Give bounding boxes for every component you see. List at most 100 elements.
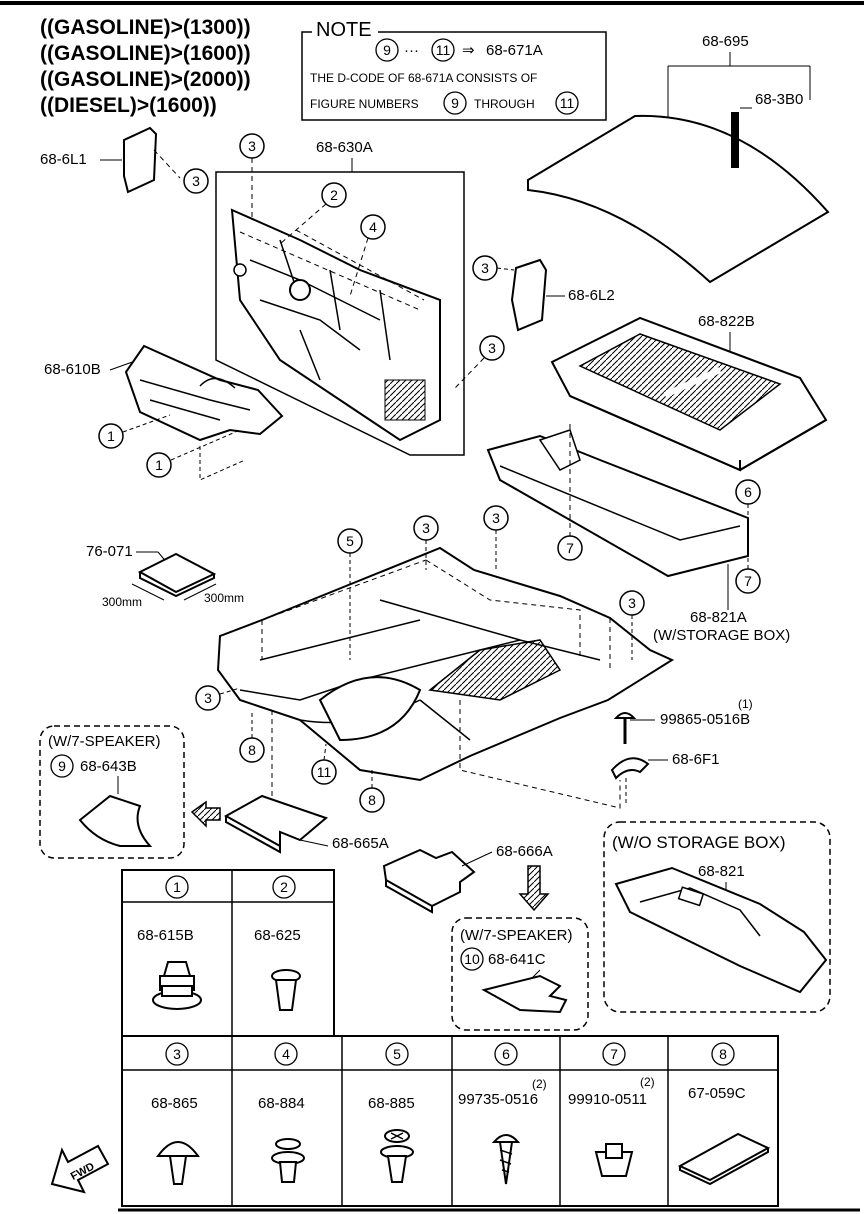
label-68-6L1: 68-6L1	[40, 151, 87, 168]
note-ellipsis: ···	[404, 42, 419, 59]
label-68-665A: 68-665A	[332, 835, 389, 852]
speaker-box-68-643B: (W/7-SPEAKER) 9 68-643B	[39, 725, 221, 859]
label-68-6L2: 68-6L2	[568, 287, 615, 304]
callout-3-f: 3	[492, 510, 500, 526]
speaker-box-68-641C: (W/7-SPEAKER) 10 68-641C	[451, 917, 589, 1031]
note-line-3-ref-from: 9	[451, 95, 459, 111]
label-68-822B: 68-822B	[698, 313, 755, 330]
part-76-071: 76-071 300mm 300mm	[86, 543, 244, 609]
part-68-822B: 68-822B	[550, 313, 828, 472]
note-ref-from: 9	[383, 42, 391, 58]
note-line-2: THE D-CODE OF 68-671A CONSISTS OF	[310, 71, 537, 85]
trunk-board: 68-695 68-3B0	[527, 33, 830, 284]
part-68-666A: 68-666A	[382, 843, 553, 914]
cell-7-qty: (2)	[640, 1075, 655, 1089]
wo-storage-title: (W/O STORAGE BOX)	[612, 833, 785, 852]
label-99865-0516B: 99865-0516B	[660, 711, 750, 728]
cell-1-num: 1	[173, 879, 181, 895]
callout-5-a: 5	[346, 533, 354, 549]
table-cell-7: 7 (2) 99910-0511	[568, 1042, 655, 1177]
note-target: 68-671A	[486, 42, 543, 59]
note-line-3b: THROUGH	[474, 97, 535, 111]
fwd-arrow: FWD	[50, 1144, 110, 1194]
cell-4-num: 4	[282, 1046, 290, 1062]
speaker-box-2-part: 68-641C	[488, 951, 546, 968]
part-68-610B: 68-610B 1 1	[44, 344, 284, 481]
callout-7-a: 7	[566, 540, 574, 556]
part-68-6L1: 68-6L1 3	[40, 126, 209, 194]
cell-3-num: 3	[173, 1046, 181, 1062]
callout-3-h: 3	[204, 690, 212, 706]
cell-5-part: 68-885	[368, 1095, 415, 1112]
callout-3-g: 3	[628, 595, 636, 611]
speaker-box-1-title: (W/7-SPEAKER)	[48, 733, 161, 750]
cell-8-part: 67-059C	[688, 1085, 746, 1102]
header-line-3: ((GASOLINE)>(2000))	[40, 68, 251, 91]
qty-99865: (1)	[738, 697, 753, 711]
note-arrow: ⇒	[462, 42, 475, 59]
part-68-6L2: 3 68-6L2 3	[454, 255, 615, 389]
label-68-695: 68-695	[702, 33, 749, 50]
table-cell-1: 1 68-615B	[137, 875, 202, 1010]
cell-3-part: 68-865	[151, 1095, 198, 1112]
cell-5-num: 5	[393, 1046, 401, 1062]
header-line-1: ((GASOLINE)>(1300))	[40, 16, 251, 39]
cell-2-part: 68-625	[254, 927, 301, 944]
cell-6-num: 6	[502, 1046, 510, 1062]
note-line-3a: FIGURE NUMBERS	[310, 97, 419, 111]
callout-1-b: 1	[155, 457, 163, 473]
dim-b: 300mm	[204, 591, 244, 605]
cell-7-num: 7	[610, 1046, 618, 1062]
table-cell-5: 5 68-885	[368, 1042, 415, 1183]
label-68-6F1: 68-6F1	[672, 751, 720, 768]
speaker-box-2-title: (W/7-SPEAKER)	[460, 927, 573, 944]
callout-2-a: 2	[330, 187, 338, 203]
part-68-665A: 68-665A	[223, 794, 389, 854]
callout-8-a: 8	[248, 742, 256, 758]
callout-6-a: 6	[744, 484, 752, 500]
part-99865-and-68-6F1: (1) 99865-0516B 68-6F1	[610, 697, 753, 806]
table-cell-8: 8 67-059C	[677, 1042, 771, 1186]
part-floor-carpet: 3 3 5 3 3 8 11 8	[195, 505, 675, 813]
note-box: NOTE 9 ··· 11 ⇒ 68-671A THE D-CODE OF 68…	[301, 19, 607, 121]
callout-3-b: 3	[248, 138, 256, 154]
callout-3-e: 3	[422, 520, 430, 536]
cell-1-part: 68-615B	[137, 927, 194, 944]
cell-4-part: 68-884	[258, 1095, 305, 1112]
label-68-3B0: 68-3B0	[755, 91, 803, 108]
cell-6-qty: (2)	[532, 1077, 547, 1091]
speaker-box-1-part: 68-643B	[80, 758, 137, 775]
callout-3-d: 3	[488, 340, 496, 356]
table-cell-4: 4 68-884	[258, 1042, 305, 1183]
callout-7-b: 7	[744, 573, 752, 589]
speaker-box-2-num: 10	[464, 951, 480, 967]
note-line-3-ref-to: 11	[560, 95, 575, 111]
label-68-666A: 68-666A	[496, 843, 553, 860]
callout-3-a: 3	[192, 173, 200, 189]
part-68-821A: 7 6 7 68-821A (W/STORAGE BOX)	[486, 424, 790, 644]
speaker-box-1-num: 9	[58, 758, 66, 774]
dim-a: 300mm	[102, 595, 142, 609]
note-ref-to: 11	[436, 42, 451, 58]
label-68-630A: 68-630A	[316, 139, 373, 156]
wo-storage-box: (W/O STORAGE BOX) 68-821	[603, 821, 831, 1013]
callout-11-a: 11	[317, 764, 332, 780]
cell-8-num: 8	[719, 1046, 727, 1062]
table-cell-3: 3 68-865	[151, 1042, 200, 1185]
cell-2-num: 2	[280, 879, 288, 895]
fastener-table: 1 68-615B 2 68-625 3 68-865 4 68-884	[121, 869, 779, 1207]
part-68-630A: 68-630A 3 2 4	[215, 133, 465, 456]
callout-3-c: 3	[481, 260, 489, 276]
callout-8-b: 8	[368, 792, 376, 808]
header-block: ((GASOLINE)>(1300)) ((GASOLINE)>(1600)) …	[40, 16, 251, 117]
cell-6-part: 99735-0516	[458, 1091, 538, 1108]
label-68-821: 68-821	[698, 863, 745, 880]
callout-4-a: 4	[369, 219, 377, 235]
header-line-2: ((GASOLINE)>(1600))	[40, 42, 251, 65]
note-title: NOTE	[316, 19, 372, 41]
label-68-821A: 68-821A	[690, 609, 747, 626]
table-cell-6: 6 (2) 99735-0516	[458, 1042, 547, 1185]
header-line-4: ((DIESEL)>(1600))	[40, 94, 217, 117]
label-w-storage-box: (W/STORAGE BOX)	[653, 627, 790, 644]
